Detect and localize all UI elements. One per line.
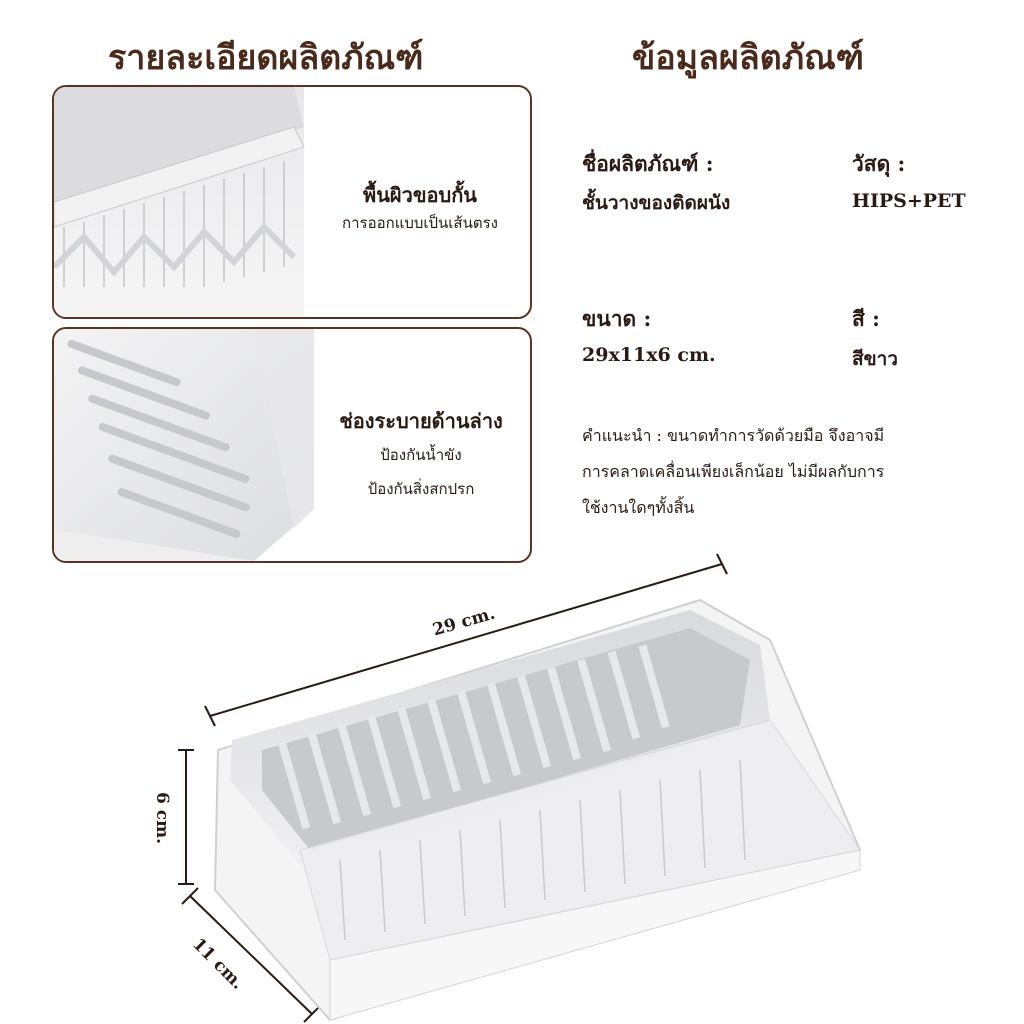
detail-card-drain: ช่องระบายด้านล่าง ป้องกันน้ำขัง ป้องกันส…: [52, 327, 532, 563]
note-block: คำแนะนำ : ขนาดทำการวัดด้วยมือ จึงอาจมี ก…: [582, 418, 1002, 526]
details-heading: รายละเอียดผลิตภัณฑ์: [108, 38, 424, 78]
name-label: ชื่อผลิตภัณฑ์ :: [582, 151, 714, 176]
note-line-2: การคลาดเคลื่อนเพียงเล็กน้อย ไม่มีผลกับกา…: [582, 462, 885, 481]
size-value: 29x11x6 cm.: [582, 344, 716, 366]
material-label: วัสดุ :: [852, 151, 906, 176]
card1-title: พื้นผิวขอบกั้น: [363, 183, 477, 207]
card2-line2: ป้องกันสิ่งสกปรก: [367, 480, 475, 498]
name-value: ชั้นวางของติดผนัง: [582, 192, 731, 214]
height-label: 6 cm.: [152, 791, 173, 845]
card1-line1: การออกแบบเป็นเส้นตรง: [342, 214, 498, 232]
color-label: สี :: [852, 306, 880, 331]
material-value: HIPS+PET: [852, 190, 966, 212]
drain-closeup-image: [54, 329, 314, 561]
detail-card-rim: พื้นผิวขอบกั้น การออกแบบเป็นเส้นตรง: [52, 85, 532, 319]
card2-title: ช่องระบายด้านล่าง: [339, 409, 503, 433]
color-value: สีขาว: [852, 348, 898, 370]
info-heading: ข้อมูลผลิตภัณฑ์: [632, 38, 864, 78]
rim-closeup-image: [54, 87, 305, 317]
size-label: ขนาด :: [582, 306, 652, 331]
note-line-3: ใช้งานใดๆทั้งสิ้น: [582, 498, 695, 517]
card2-line1: ป้องกันน้ำขัง: [380, 446, 462, 464]
product-illustration: [178, 553, 862, 1023]
note-line-1: คำแนะนำ : ขนาดทำการวัดด้วยมือ จึงอาจมี: [582, 426, 885, 445]
